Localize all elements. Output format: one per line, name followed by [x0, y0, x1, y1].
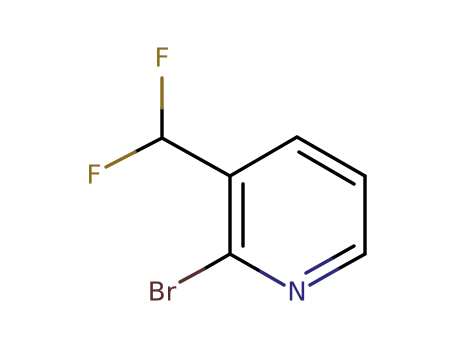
bond-c4-c5-inner [297, 150, 356, 186]
bond-c-f-left-fluorine-half [104, 150, 137, 169]
bond-n-c2-carbon-half [228, 252, 260, 272]
bond-c6-n-carbon-half [336, 252, 367, 271]
atom-label-fluorine-top: F [155, 44, 170, 74]
bond-c2-br-carbon-half [202, 252, 232, 271]
bond-cf2-c3 [160, 136, 232, 178]
pyridine-ring [228, 135, 367, 287]
bond-c-f-left-carbon-half [133, 136, 164, 154]
bond-c6-n-inner-nitrogen [304, 257, 333, 275]
bond-c4-c5 [295, 135, 367, 178]
bond-c2-br-bromine-half [178, 267, 206, 284]
atom-label-fluorine-left: F [87, 161, 102, 191]
bond-c6-n-nitrogen-half [308, 267, 340, 287]
atom-label-nitrogen: N [287, 278, 306, 308]
bond-c3-c4 [228, 135, 299, 178]
difluoromethyl-group [104, 76, 232, 178]
bond-c6-n-inner-carbon [329, 244, 356, 261]
bromo-substituent [178, 252, 232, 284]
bond-n-c2-nitrogen-half [256, 268, 286, 287]
atom-label-bromine: Br [148, 278, 177, 308]
